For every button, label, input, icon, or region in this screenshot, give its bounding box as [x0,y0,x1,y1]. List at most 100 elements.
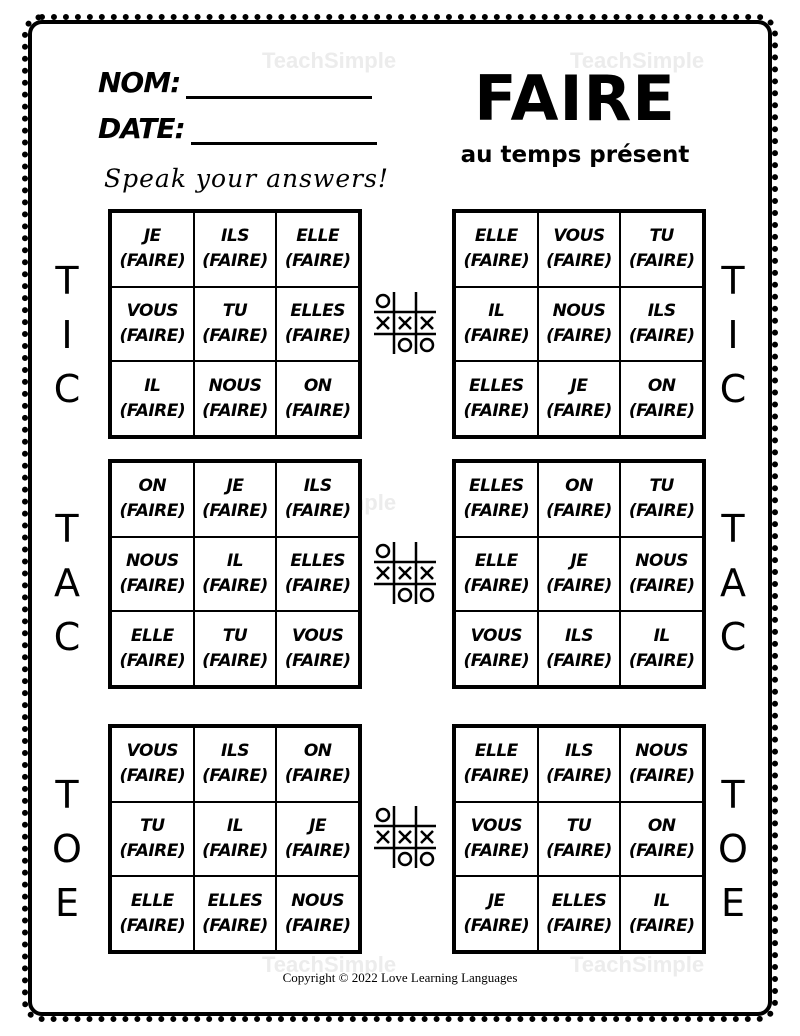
grid-cell[interactable]: NOUS(FAIRE) [111,536,194,612]
verb-cue: (FAIRE) [463,400,530,421]
grid-cell[interactable]: JE(FAIRE) [537,361,621,436]
tic-right-board: ELLE(FAIRE)VOUS(FAIRE)TU(FAIRE)IL(FAIRE)… [452,209,706,439]
pronoun-label: TU [222,300,248,321]
date-line[interactable] [190,112,377,145]
grid-cell[interactable]: ELLES(FAIRE) [276,286,359,362]
verb-cue: (FAIRE) [202,501,268,522]
grid-cell[interactable]: ON(FAIRE) [276,361,359,436]
pronoun-label: TU [140,815,165,836]
grid-cell[interactable]: ELLES(FAIRE) [455,462,538,537]
side-letter: C [53,615,81,659]
grid-cell[interactable]: ON(FAIRE) [537,462,621,537]
pronoun-label: ILS [565,741,593,762]
grid-cell[interactable]: IL(FAIRE) [455,286,538,362]
side-letter: E [54,881,79,925]
grid-cell[interactable]: ILS(FAIRE) [537,611,621,686]
grid-cell[interactable]: NOUS(FAIRE) [193,361,277,436]
grid-cell[interactable]: ON(FAIRE) [276,727,359,802]
grid-cell[interactable]: TU(FAIRE) [620,212,703,287]
grid-cell[interactable]: NOUS(FAIRE) [276,876,359,951]
nom-line[interactable] [186,66,373,99]
grid-cell[interactable]: VOUS(FAIRE) [455,801,538,877]
pronoun-label: TU [222,625,248,646]
grid-cell[interactable]: ELLES(FAIRE) [537,876,621,951]
grid-cell[interactable]: ELLES(FAIRE) [193,876,277,951]
grid-cell[interactable]: ILS(FAIRE) [620,286,703,362]
grid-cell[interactable]: ILS (FAIRE) [537,727,621,802]
pronoun-label: TU [649,226,674,247]
grid-cell[interactable]: IL(FAIRE) [620,876,703,951]
grid-cell[interactable]: TU (FAIRE) [111,801,194,877]
grid-cell[interactable]: TU(FAIRE) [193,286,277,362]
grid-cell[interactable]: ELLE (FAIRE) [111,611,194,686]
pronoun-label: ON [647,815,676,836]
pronoun-label: VOUS [553,226,605,247]
grid-cell[interactable]: ILS(FAIRE) [193,727,277,802]
grid-cell[interactable]: TU(FAIRE) [620,462,703,537]
grid-cell[interactable]: ELLES(FAIRE) [455,361,538,436]
pronoun-label: ELLE [474,550,518,571]
nom-field[interactable]: NOM: [98,66,373,99]
pronoun-label: NOUS [635,741,689,762]
pronoun-label: VOUS [470,815,523,836]
grid-cell[interactable]: ON(FAIRE) [111,462,194,537]
grid-cell[interactable]: TU(FAIRE) [193,611,277,686]
verb-cue: (FAIRE) [119,575,186,596]
pronoun-label: TU [566,815,592,836]
grid-cell[interactable]: TU(FAIRE) [537,801,621,877]
pronoun-label: ELLES [469,476,524,497]
grid-cell[interactable]: ILS(FAIRE) [276,462,359,537]
date-field[interactable]: DATE: [98,112,377,145]
side-letter: T [721,773,745,817]
grid-cell[interactable]: JE(FAIRE) [276,801,359,877]
pronoun-label: ILS [647,300,676,321]
grid-cell[interactable]: IL(FAIRE) [193,536,277,612]
grid-cell[interactable]: ELLE(FAIRE) [455,212,538,287]
grid-cell[interactable]: VOUS(FAIRE) [111,727,194,802]
grid-cell[interactable]: JE(FAIRE) [537,536,621,612]
grid-cell[interactable]: JE(FAIRE) [111,212,194,287]
verb-cue: (FAIRE) [119,650,186,671]
grid-cell[interactable]: ON(FAIRE) [620,361,703,436]
verb-cue: (FAIRE) [284,575,351,596]
grid-cell[interactable]: ELLE(FAIRE) [455,727,538,802]
pronoun-label: JE [226,476,244,497]
verb-cue: (FAIRE) [202,840,268,861]
grid-cell[interactable]: JE (FAIRE) [193,462,277,537]
grid-cell[interactable]: IL (FAIRE) [620,611,703,686]
side-letter: A [720,561,746,605]
grid-cell[interactable]: VOUS(FAIRE) [537,212,621,287]
pronoun-label: VOUS [126,300,179,321]
grid-cell[interactable]: ELLES(FAIRE) [276,536,359,612]
verb-cue: (FAIRE) [546,766,612,787]
page-subtitle: au temps présent [460,142,690,168]
grid-cell[interactable]: VOUS(FAIRE) [276,611,359,686]
grid-cell[interactable]: VOUS(FAIRE) [455,611,538,686]
pronoun-label: IL [653,625,671,646]
verb-cue: (FAIRE) [119,840,186,861]
pronoun-label: ELLE [130,625,174,646]
side-letter: T [55,773,79,817]
side-label-tic-left: T I C [52,254,82,416]
watermark: TeachSimple [262,48,397,73]
grid-cell[interactable]: ON(FAIRE) [620,801,703,877]
grid-cell[interactable]: NOUS(FAIRE) [537,286,621,362]
verb-cue: (FAIRE) [119,915,186,936]
pronoun-label: IL [144,375,161,396]
grid-cell[interactable]: JE(FAIRE) [455,876,538,951]
pronoun-label: NOUS [291,890,345,911]
grid-cell[interactable]: ELLE(FAIRE) [455,536,538,612]
tac-right-board: ELLES(FAIRE)ON(FAIRE)TU(FAIRE)ELLE(FAIRE… [452,459,706,689]
grid-cell[interactable]: NOUS(FAIRE) [620,536,703,612]
grid-cell[interactable]: ELLE(FAIRE) [111,876,194,951]
grid-cell[interactable]: IL(FAIRE) [193,801,277,877]
pronoun-label: ELLE [474,741,518,762]
grid-cell[interactable]: NOUS(FAIRE) [620,727,703,802]
pronoun-label: IL [653,890,671,911]
grid-cell[interactable]: ILS(FAIRE) [193,212,277,287]
grid-cell[interactable]: VOUS(FAIRE) [111,286,194,362]
verb-cue: (FAIRE) [463,251,530,272]
grid-cell[interactable]: IL(FAIRE) [111,361,194,436]
verb-cue: (FAIRE) [628,650,695,671]
grid-cell[interactable]: ELLE(FAIRE) [276,212,359,287]
